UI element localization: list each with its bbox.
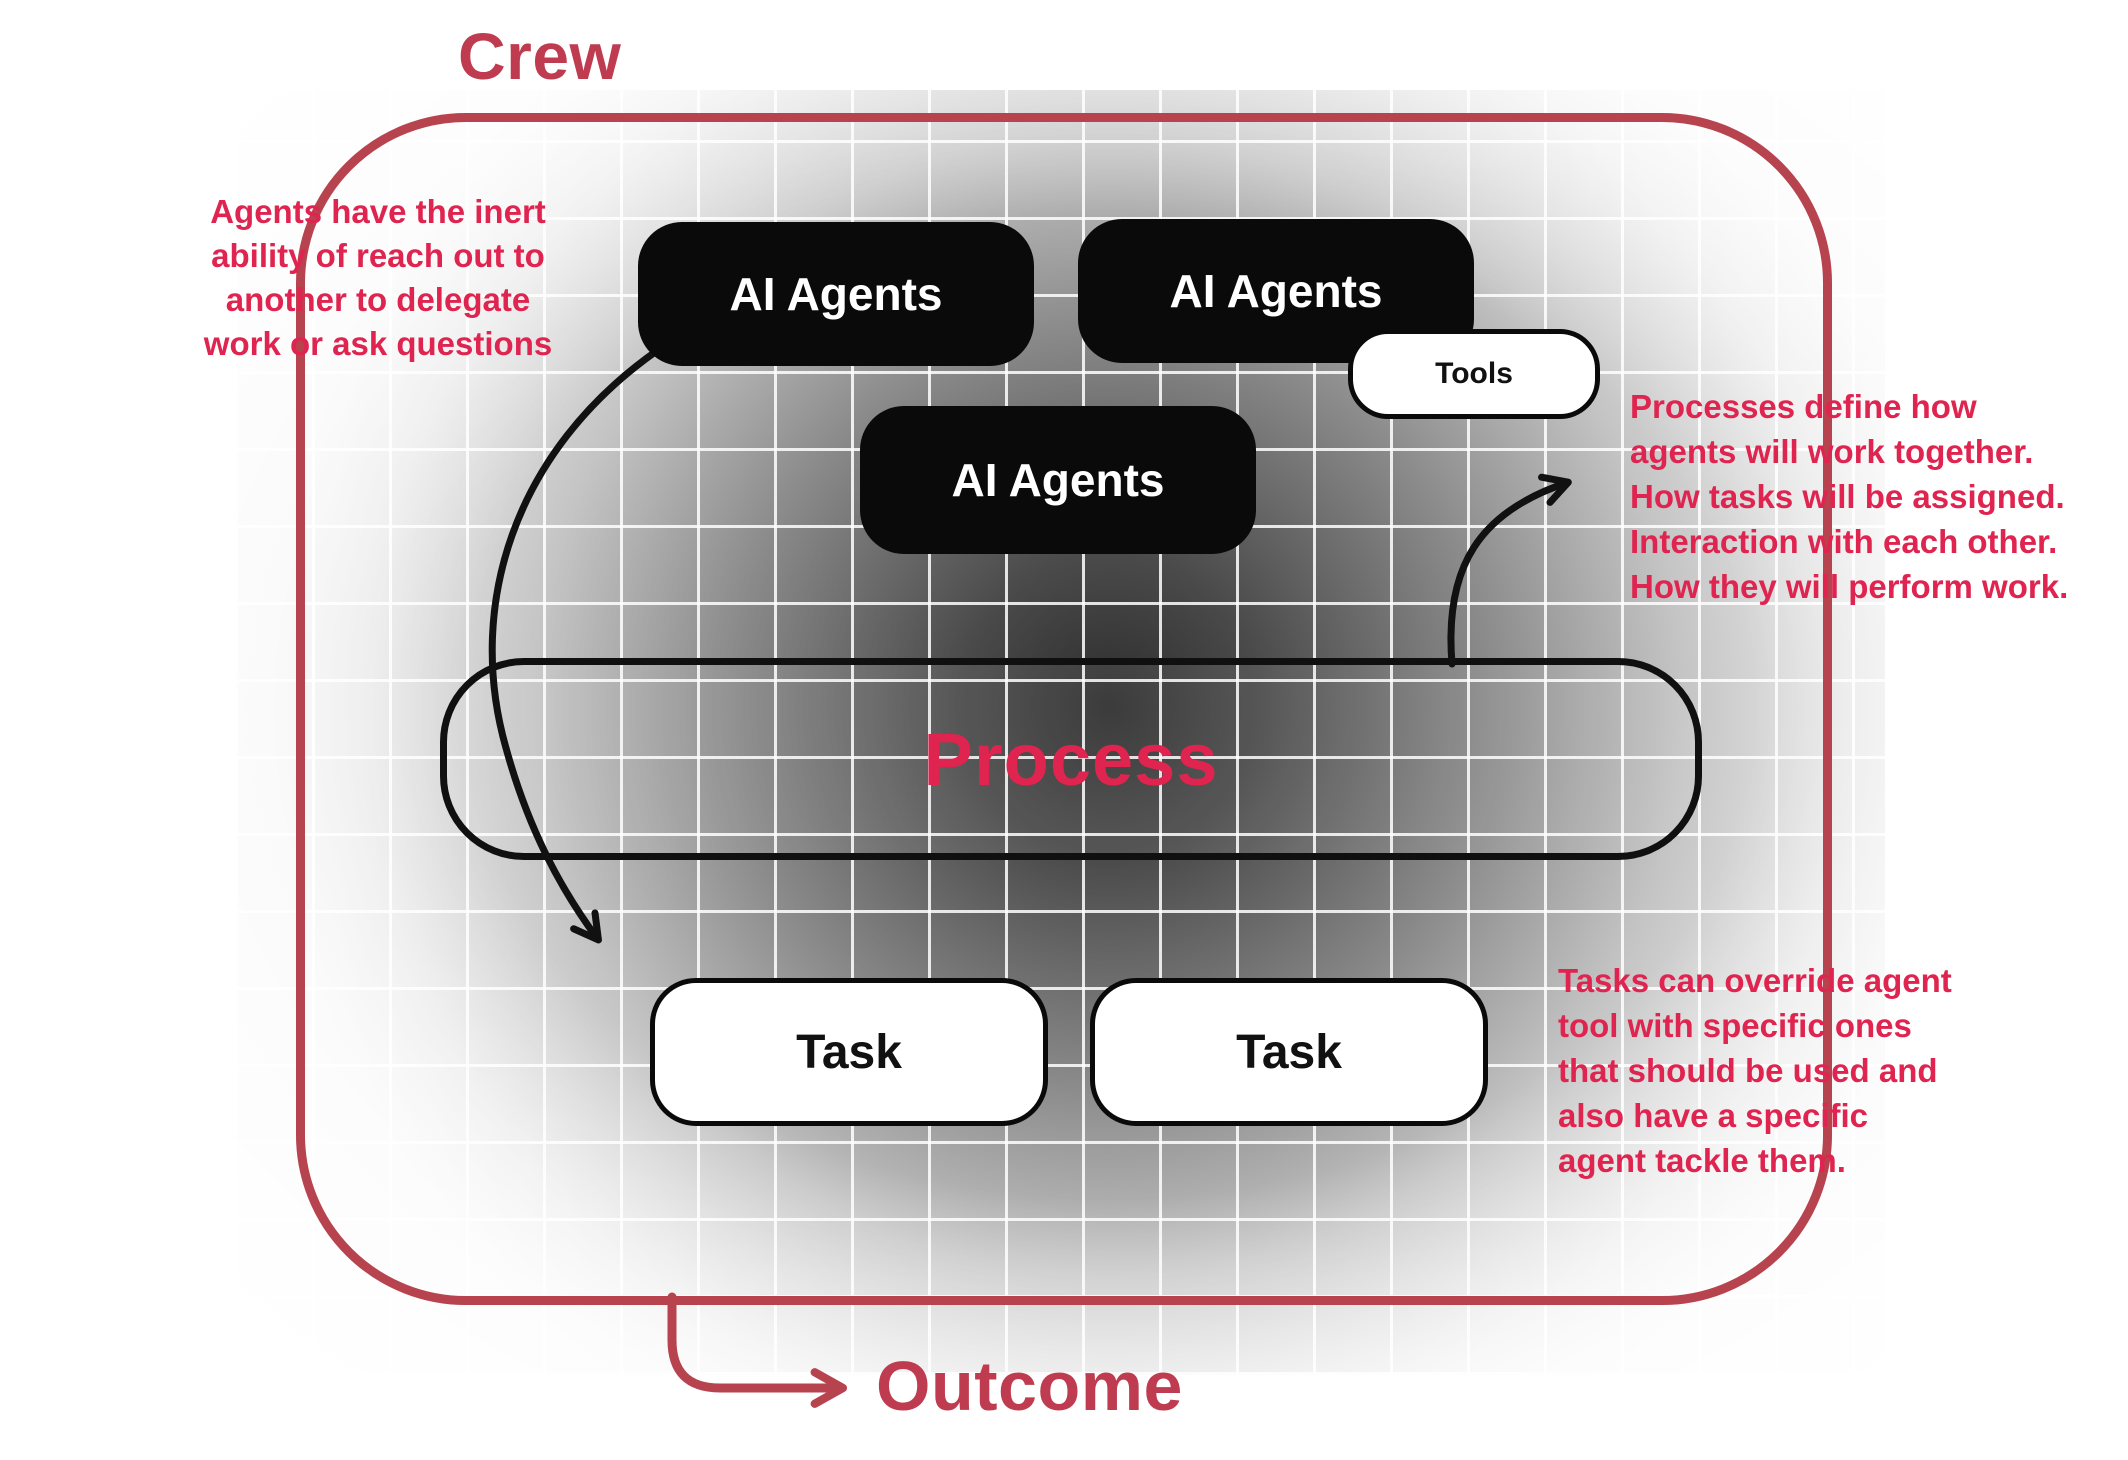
- annotation-line: that should be used and: [1558, 1052, 1938, 1089]
- delegation-annotation: Agents have the inert ability of reach o…: [178, 190, 578, 366]
- task-label-2: Task: [1236, 1025, 1342, 1079]
- tasks-annotation: Tasks can override agent tool with speci…: [1558, 958, 2038, 1183]
- tools-label: Tools: [1435, 357, 1513, 390]
- ai-agents-label-3: AI Agents: [951, 454, 1165, 506]
- annotation-line: Processes define how: [1630, 388, 1977, 425]
- annotation-line: tool with specific ones: [1558, 1007, 1912, 1044]
- annotation-line: Tasks can override agent: [1558, 962, 1952, 999]
- process-annotation: Processes define how agents will work to…: [1630, 384, 2110, 609]
- annotation-line: agents will work together.: [1630, 433, 2034, 470]
- annotation-line: ability of reach out to: [211, 237, 545, 274]
- ai-agents-box-3: AI Agents: [860, 406, 1256, 554]
- annotation-line: another to delegate: [225, 281, 531, 318]
- task-label-1: Task: [796, 1025, 902, 1079]
- task-box-1: Task: [650, 978, 1048, 1126]
- annotation-line: How they will perform work.: [1630, 568, 2069, 605]
- crew-label: Crew: [458, 19, 622, 93]
- process-box: Process: [440, 658, 1702, 860]
- annotation-line: How tasks will be assigned.: [1630, 478, 2065, 515]
- ai-agents-label-2: AI Agents: [1169, 265, 1383, 317]
- ai-agents-box-1: AI Agents: [638, 222, 1034, 366]
- annotation-line: agent tackle them.: [1558, 1142, 1846, 1179]
- process-label: Process: [923, 717, 1219, 801]
- annotation-line: work or ask questions: [203, 325, 553, 362]
- annotation-line: Interaction with each other.: [1630, 523, 2058, 560]
- ai-agents-label-1: AI Agents: [729, 268, 943, 320]
- tools-box: Tools: [1348, 329, 1600, 419]
- crew-boundary-outline: [296, 113, 1832, 1305]
- annotation-line: also have a specific: [1558, 1097, 1869, 1134]
- outcome-label: Outcome: [876, 1347, 1183, 1425]
- task-box-2: Task: [1090, 978, 1488, 1126]
- annotation-line: Agents have the inert: [210, 193, 546, 230]
